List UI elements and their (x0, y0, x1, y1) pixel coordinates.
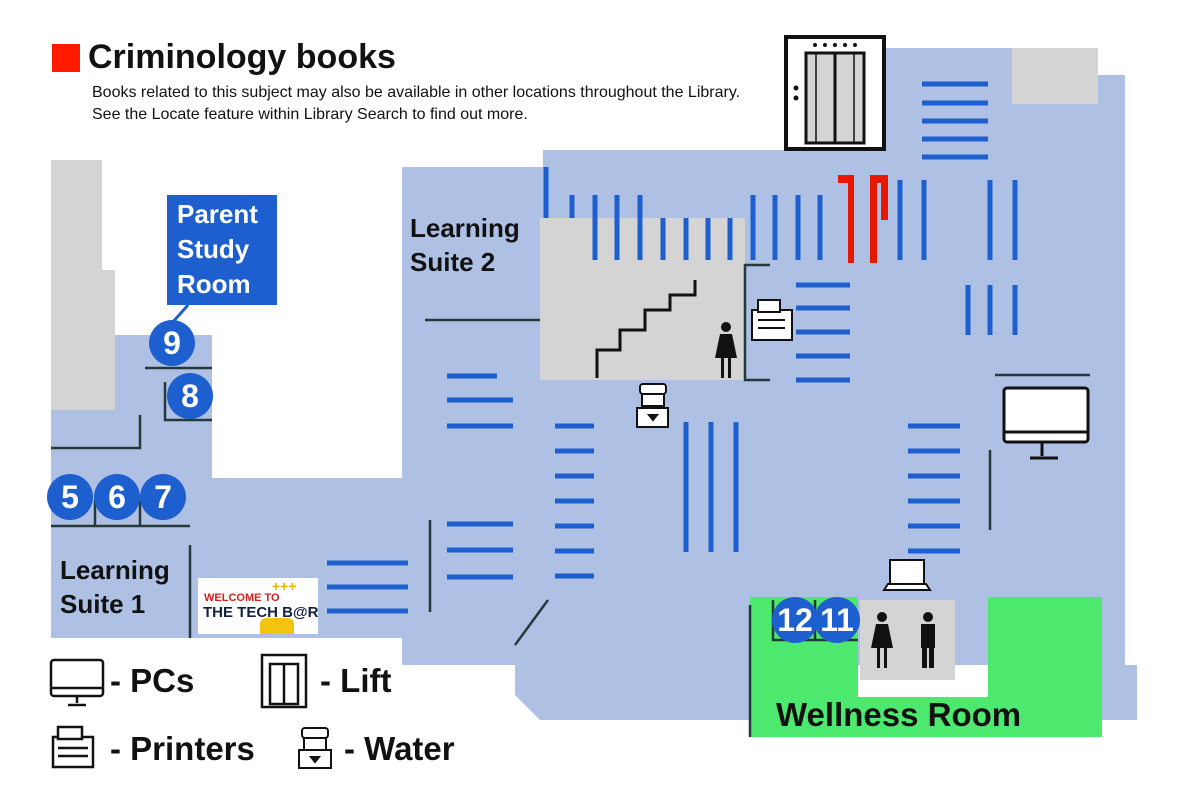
legend-pc-icon (49, 658, 105, 707)
shelves (327, 81, 1018, 614)
legend-lift-icon (260, 653, 308, 709)
room-12-marker: 12 (772, 597, 818, 643)
wall-block (51, 160, 102, 410)
label-line: Suite 2 (410, 247, 496, 277)
criminology-shelves (838, 175, 888, 263)
legend-printers: - Printers (110, 730, 255, 767)
legend-water-icon (298, 727, 332, 769)
legend-lift: - Lift (320, 662, 392, 699)
wellness-room-label: Wellness Room (776, 696, 1022, 733)
learning-suite-1-label: Learning Suite 1 (60, 553, 170, 621)
stairs-icon (595, 280, 697, 378)
room-7-marker: 7 (140, 474, 186, 520)
room-9-marker: 9 (149, 320, 195, 366)
room-5-marker: 5 (47, 474, 93, 520)
laptop-icon (882, 559, 932, 591)
room-8-marker: 8 (167, 373, 213, 419)
label-line: Study (177, 234, 250, 264)
room-11-marker: 11 (814, 597, 860, 643)
wall-block (1012, 48, 1098, 104)
pc-icon (1002, 386, 1090, 460)
label-line: Learning (60, 555, 170, 585)
label-line: Parent (177, 199, 258, 229)
lift-icon (784, 35, 886, 151)
label-line: Learning (410, 213, 520, 243)
tech-bar-graphic (260, 618, 294, 634)
locate-note: Books related to this subject may also b… (92, 84, 741, 123)
wall-block (102, 270, 115, 410)
walls (51, 263, 1090, 737)
criminology-color-swatch (52, 44, 80, 72)
tech-bar-line2: THE TECH B@R (203, 604, 319, 621)
room-6-marker: 6 (94, 474, 140, 520)
tech-bar-sign: +++ WELCOME TO THE TECH B@R (198, 578, 318, 634)
label-line: Suite 1 (60, 589, 146, 619)
printer-icon (751, 299, 793, 341)
parent-study-room-label: Parent Study Room (167, 195, 277, 305)
water-icon (636, 383, 669, 428)
legend-water: - Water (344, 730, 455, 767)
legend-pcs: - PCs (110, 662, 195, 699)
page-title: Criminology books (88, 38, 396, 76)
label-line: Room (177, 269, 251, 299)
legend-printer-icon (51, 725, 95, 769)
toilet-icons (715, 322, 935, 668)
learning-suite-2-label: Learning Suite 2 (410, 211, 520, 279)
tech-bar-plus: +++ (272, 578, 297, 594)
tech-bar-line1: WELCOME TO (204, 592, 280, 604)
